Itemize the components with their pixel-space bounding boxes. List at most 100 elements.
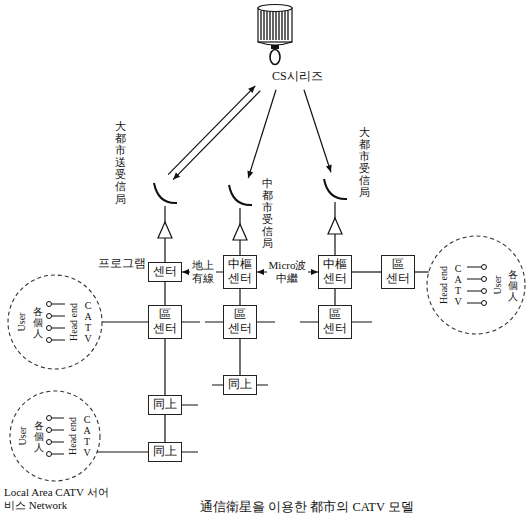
user-terminal	[47, 338, 52, 343]
node-label: 大都市送受信局	[115, 120, 126, 205]
dish-antenna: 大都市送受信局	[151, 180, 179, 206]
node-label: 中都市受信局	[262, 177, 273, 250]
user-line	[52, 340, 66, 341]
satellite-antenna	[270, 50, 280, 65]
user-terminal	[482, 289, 487, 294]
connector	[247, 90, 276, 178]
node-label: User	[18, 427, 28, 446]
user-line	[52, 418, 65, 419]
solar-stripe	[281, 11, 282, 40]
connector-line	[415, 271, 429, 272]
connector	[415, 272, 429, 273]
satellite-body	[258, 8, 292, 42]
satellite: CS시리즈	[240, 2, 330, 84]
center-box: 區 센터	[381, 255, 415, 289]
solar-stripe	[278, 11, 279, 40]
user-line	[52, 316, 66, 317]
connector-line	[304, 90, 331, 172]
arrowhead	[248, 86, 255, 93]
node-label: CS시리즈	[272, 68, 323, 85]
connector-line	[164, 339, 165, 395]
user-terminal	[482, 265, 487, 270]
user-line	[467, 303, 482, 304]
node-label: User	[17, 313, 27, 332]
user-terminal	[47, 416, 52, 421]
edge-label-text: Micro波 中繼	[269, 259, 307, 284]
node-label: 區 센터	[386, 258, 410, 286]
node-label: 中樞 센터	[228, 258, 252, 286]
solar-stripe	[272, 11, 273, 40]
user-terminal	[47, 452, 52, 457]
center-box: 中樞 센터	[318, 255, 352, 289]
connector-line	[164, 282, 165, 305]
satellite-bottom	[258, 42, 292, 45]
solar-stripe	[266, 11, 267, 40]
arrowhead	[173, 172, 180, 179]
node-label: 各個人	[508, 269, 518, 302]
dish-icon	[226, 182, 254, 208]
catv-service-area: User各個人Head endCATV	[9, 390, 101, 482]
user-line	[52, 430, 65, 431]
node-label: 大都市受信局	[359, 126, 370, 199]
user-terminal	[47, 428, 52, 433]
node-label: 同上	[153, 398, 177, 412]
node-label: 區 센터	[323, 308, 347, 336]
node-label: 區 센터	[153, 308, 177, 336]
arrowhead	[311, 269, 318, 275]
dish-icon	[321, 176, 349, 202]
node-label: CATV	[82, 414, 92, 458]
solar-stripe	[275, 11, 276, 40]
center-box: 同上	[148, 395, 182, 415]
connector-line	[352, 271, 381, 272]
connector	[335, 289, 336, 305]
connector-line	[239, 289, 240, 305]
satellite-top	[258, 5, 292, 12]
branch-stubs	[165, 322, 372, 452]
connector	[240, 339, 241, 375]
mast-triangles	[158, 218, 342, 240]
connector	[240, 289, 241, 305]
center-box: 區 센터	[318, 305, 352, 339]
dish-icon	[151, 180, 179, 206]
satellite-neck	[271, 45, 279, 49]
connector-line	[173, 91, 260, 180]
node-label: Head end	[68, 417, 78, 455]
node-label: CATV	[453, 263, 463, 307]
connector	[102, 322, 148, 323]
center-box: 同上	[223, 375, 257, 395]
catv-service-area: User各個人Head endCATV	[7, 274, 103, 370]
mast-triangle	[158, 222, 172, 238]
node-label: 中樞 센터	[323, 258, 347, 286]
user-line	[467, 291, 482, 292]
solar-stripe	[287, 11, 288, 40]
node-label: 區 센터	[228, 308, 252, 336]
connector	[165, 282, 166, 305]
connector	[165, 415, 166, 442]
user-line	[52, 442, 65, 443]
center-box: 區 센터	[223, 305, 257, 339]
node-label: 同上	[153, 445, 177, 459]
area-outline	[8, 275, 102, 369]
center-box: 區 센터	[148, 305, 182, 339]
connector-line	[102, 321, 148, 322]
node-label: CATV	[83, 300, 93, 344]
node-label: User	[493, 276, 503, 295]
center-box: 프로그램센터	[148, 262, 182, 282]
user-line	[467, 279, 482, 280]
dish-reflector	[229, 185, 252, 205]
edge-label-text: 地上 有線	[192, 259, 214, 284]
arrowhead	[247, 171, 253, 179]
arrowhead	[326, 165, 332, 173]
solar-stripe	[260, 11, 261, 40]
solar-stripe	[284, 11, 285, 40]
node-label: 同上	[228, 378, 252, 392]
connector-line	[97, 451, 148, 452]
user-terminal	[482, 277, 487, 282]
user-line	[467, 267, 482, 268]
user-terminal	[47, 314, 52, 319]
dish-reflector	[324, 179, 347, 199]
arrowhead	[257, 269, 264, 275]
node-label: Head end	[439, 266, 449, 304]
edge-label: 地上 有線	[190, 259, 216, 284]
